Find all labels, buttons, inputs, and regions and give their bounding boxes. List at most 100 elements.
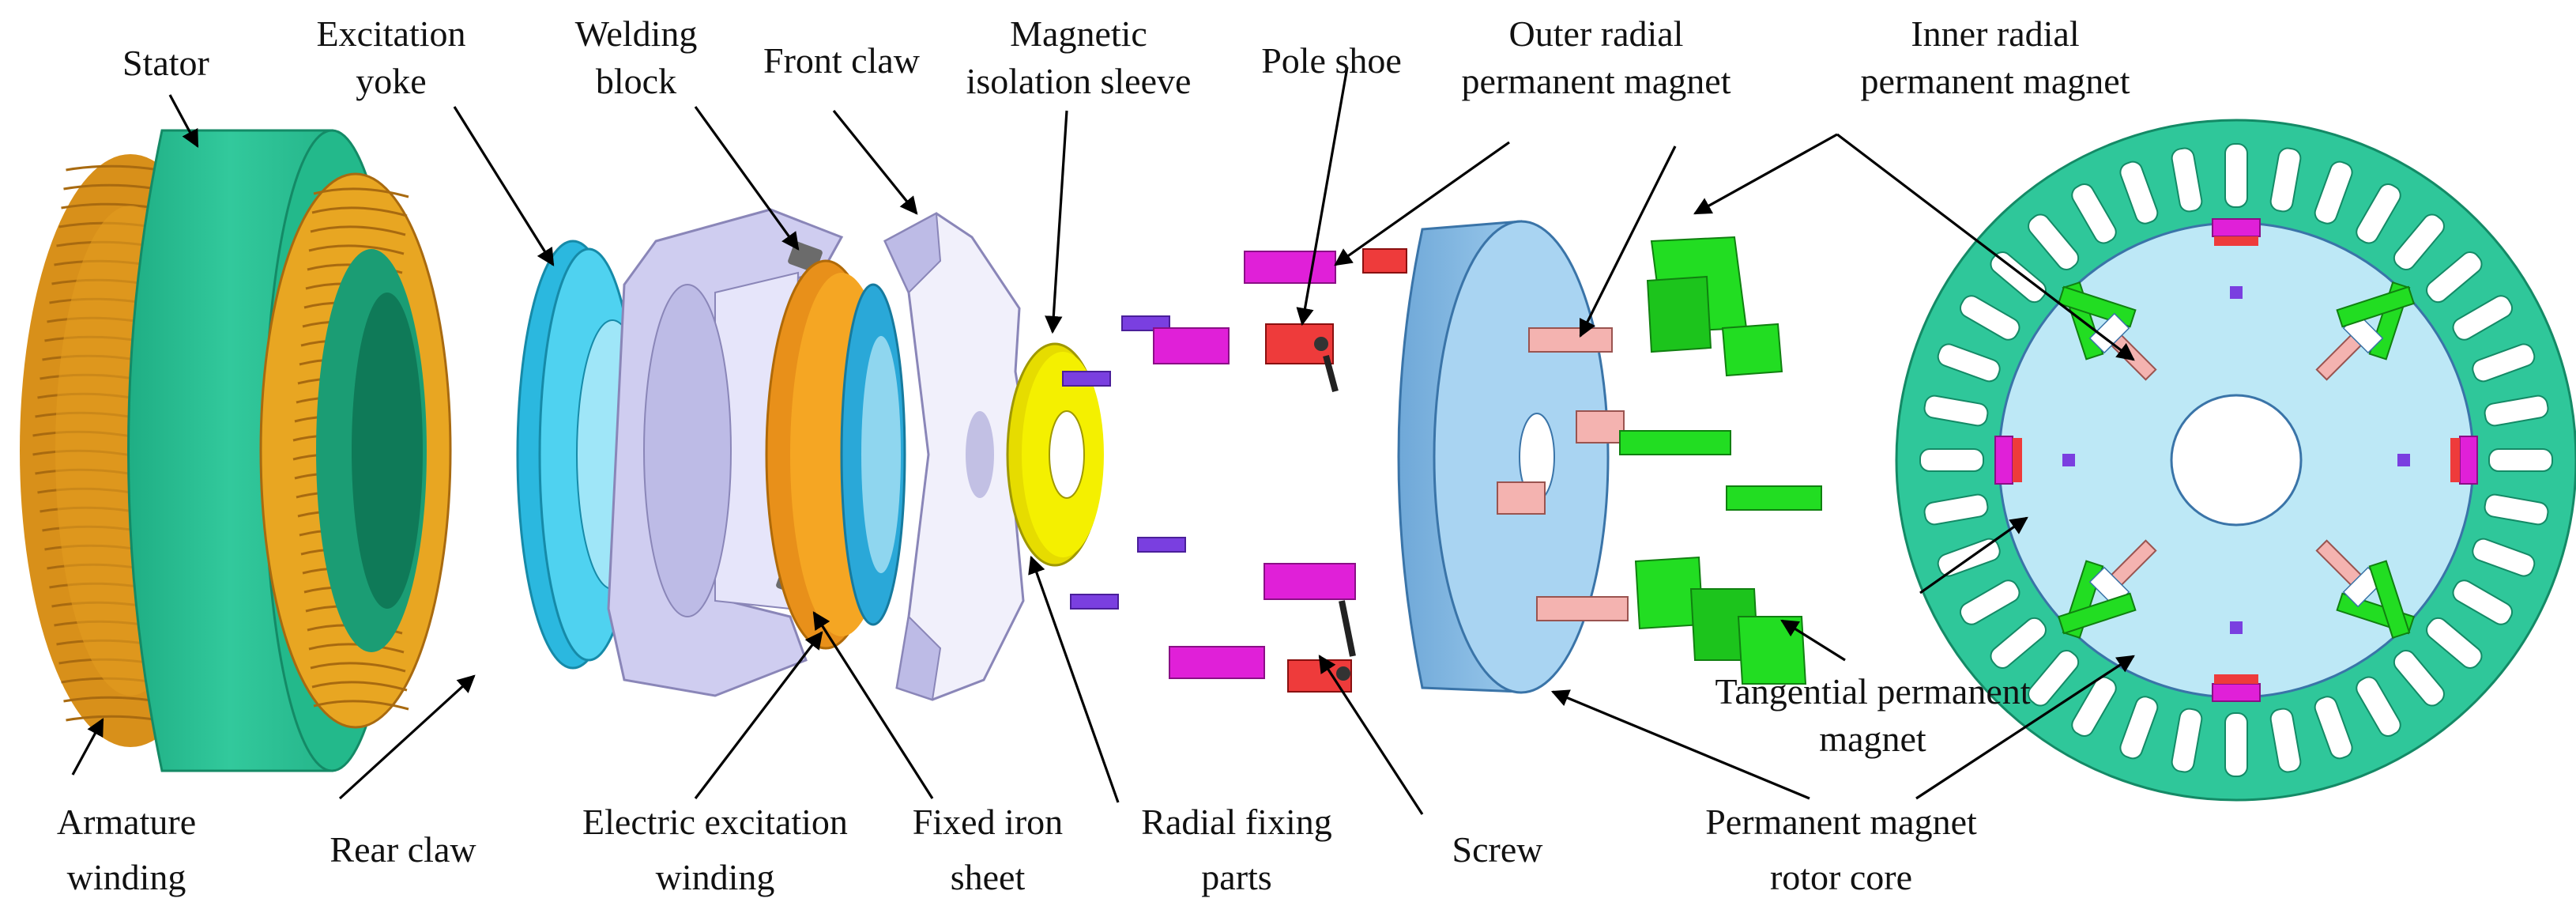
- label-excitation-yoke: Excitation: [316, 13, 465, 54]
- tangential-magnet-section: [2368, 560, 2411, 640]
- stator-slot: [2472, 538, 2536, 577]
- stator-slot: [2171, 708, 2203, 773]
- label-electric-excitation-winding-2: winding: [656, 857, 775, 897]
- stator-slot: [2488, 448, 2553, 472]
- stator-slot: [2119, 696, 2159, 760]
- pole-shoe-section: [2450, 438, 2460, 482]
- stator-assembly: [20, 129, 452, 772]
- pm-rotor-core-side: [1397, 220, 1629, 694]
- label-inner-radial-pm: Inner radial: [1911, 13, 2079, 54]
- stator-slot: [1959, 579, 2021, 625]
- stator-slot: [2393, 213, 2445, 270]
- stator-slot: [2224, 143, 2248, 208]
- cross-section-magnets: [1994, 218, 2478, 702]
- stator-slot: [2071, 183, 2117, 244]
- outer-radial-magnet: [1994, 436, 2013, 485]
- coil-stroke: [308, 244, 405, 255]
- stator-slot: [2426, 251, 2483, 304]
- label-armature-winding: Armature: [57, 802, 196, 842]
- magnetic-isolation-sleeve: [1006, 342, 1104, 567]
- tangential-magnet-section: [2057, 592, 2137, 635]
- stator-slot: [2269, 147, 2302, 213]
- label-stator: Stator: [122, 43, 209, 83]
- label-outer-radial-pm: Outer radial: [1509, 13, 1684, 54]
- leader-lines: [71, 66, 2135, 815]
- stator-slot: [2426, 617, 2483, 669]
- label-fixed-iron-sheet-2: sheet: [951, 857, 1026, 897]
- stator-slot: [1959, 295, 2021, 341]
- stator-slot: [2171, 147, 2203, 213]
- stator-slot: [2356, 676, 2401, 738]
- coil-stroke: [308, 643, 405, 654]
- stator-slot: [2071, 676, 2117, 738]
- stator-slot: [2119, 160, 2159, 225]
- label-outer-radial-pm-2: permanent magnet: [1461, 61, 1731, 101]
- stator-slot: [2472, 343, 2536, 383]
- label-screw: Screw: [1452, 829, 1544, 870]
- label-pole-shoe: Pole shoe: [1261, 40, 1402, 81]
- stator-slot: [1937, 343, 2001, 383]
- coil-stroke: [313, 700, 409, 711]
- label-radial-fixing-parts: Radial fixing: [1141, 802, 1331, 842]
- stator-slot: [2356, 183, 2401, 244]
- pole-shoes: [1265, 248, 1407, 693]
- stator-slot: [2224, 712, 2248, 777]
- stator-slot: [2484, 493, 2549, 526]
- coil-stroke: [313, 187, 409, 198]
- outer-radial-magnet: [2459, 436, 2478, 485]
- label-pm-rotor-core-2: rotor core: [1770, 857, 1912, 897]
- label-inner-radial-pm-2: permanent magnet: [1860, 61, 2130, 101]
- fixing-part-section: [2062, 454, 2075, 466]
- isolation-magnets: [1153, 251, 1356, 679]
- stator-slot: [1923, 493, 1989, 526]
- label-armature-winding-2: winding: [67, 857, 186, 897]
- outer-radial-magnet: [2212, 683, 2261, 702]
- cross-section: [1895, 119, 2576, 802]
- fixing-part-section: [2397, 454, 2410, 466]
- label-welding-block-2: block: [596, 61, 676, 101]
- flux-barrier: [2088, 312, 2130, 354]
- label-tangential-pm: Tangential permanent: [1715, 671, 2030, 712]
- stator-slots: [1919, 143, 2553, 777]
- stator-slot: [2314, 160, 2353, 225]
- pole-shoe-section: [2013, 438, 2022, 482]
- fixing-part-section: [2230, 621, 2243, 634]
- label-front-claw: Front claw: [763, 40, 921, 81]
- stator-slot: [1923, 394, 1989, 427]
- stator-slot: [2452, 579, 2514, 625]
- label-excitation-yoke-2: yoke: [356, 61, 426, 101]
- label-radial-fixing-parts-2: parts: [1201, 857, 1271, 897]
- stator-slot: [2028, 650, 2080, 707]
- stator-slot: [2028, 213, 2080, 270]
- fixing-part-section: [2230, 286, 2243, 299]
- pole-shoe-section: [2214, 236, 2258, 246]
- label-magnetic-isolation-sleeve: Magnetic: [1010, 13, 1147, 54]
- labels: Stator Excitation yoke Welding block Fro…: [57, 13, 2130, 897]
- pole-shoe-section: [2214, 674, 2258, 684]
- label-rear-claw: Rear claw: [330, 829, 476, 870]
- front-claw: [883, 212, 1029, 701]
- tangential-magnet-section: [2336, 285, 2416, 328]
- stator-slot: [2484, 394, 2549, 427]
- label-electric-excitation-winding: Electric excitation: [582, 802, 848, 842]
- radial-fixing-parts: [1062, 315, 1186, 610]
- stator-slot: [2393, 650, 2445, 707]
- coil-stroke: [310, 225, 406, 236]
- stator-slot: [2269, 708, 2302, 773]
- label-pm-rotor-core: Permanent magnet: [1705, 802, 1977, 842]
- armature-winding-right: [259, 172, 452, 729]
- coil-stroke: [310, 662, 406, 673]
- outer-radial-magnet: [2212, 218, 2261, 237]
- label-welding-block: Welding: [575, 13, 698, 54]
- electric-excitation-winding: [765, 259, 906, 650]
- stator-slot: [1990, 617, 2047, 669]
- stator-slot: [1990, 251, 2047, 304]
- coil-stroke: [311, 206, 408, 217]
- coil-stroke: [311, 681, 408, 692]
- stator-slot: [1919, 448, 1984, 472]
- label-fixed-iron-sheet: Fixed iron: [913, 802, 1063, 842]
- label-tangential-pm-2: magnet: [1819, 719, 1926, 759]
- screws: [1323, 354, 1356, 657]
- stator-slot: [2452, 295, 2514, 341]
